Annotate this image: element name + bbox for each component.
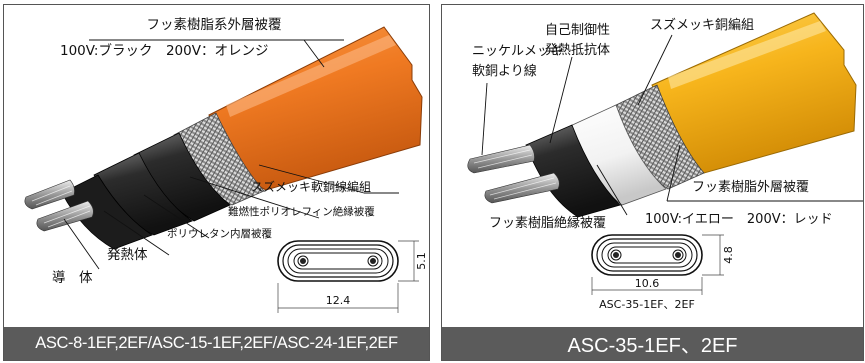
braid-label: スズメッキ軟銅線編組 [251, 179, 371, 194]
insulation-label: フッ素樹脂絶縁被覆 [489, 215, 606, 231]
conductor-wire-upper [467, 144, 535, 174]
left-model-caption: ASC-8-1EF,2EF/ASC-15-1EF,2EF/ASC-24-1EF,… [4, 327, 429, 360]
voltage-color-note: 100V:イエロー 200V：レッド [645, 212, 833, 227]
conductor-label-line2: 軟銅より線 [472, 63, 537, 79]
conductor-wire-upper [24, 179, 75, 210]
conductor-label-line1: ニッケルメッキ [472, 44, 563, 59]
right-model-caption: ASC-35-1EF、2EF [442, 327, 863, 360]
outer-jacket-highlight [226, 35, 396, 117]
dim-height-value: 5.1 [415, 252, 428, 270]
right-cable-diagram: ニッケルメッキ 軟銅より線 自己制御性 発熱抵抗体 スズメッキ銅編組 フッ素樹脂… [467, 12, 863, 311]
inner-jacket-label: ポリウレタン内層被覆 [167, 227, 272, 240]
conductor-wire-lower [36, 200, 94, 232]
leader-lines [481, 34, 863, 216]
dim-height-value: 4.8 [722, 246, 735, 264]
left-cable-panel: フッ素樹脂系外層被覆 100V:ブラック 200V：オレンジ スズメッキ軟銅線編… [3, 4, 430, 361]
left-cable-diagram: フッ素樹脂系外層被覆 100V:ブラック 200V：オレンジ スズメッキ軟銅線編… [24, 17, 428, 313]
cross-section [591, 234, 703, 276]
insulation-label: 難燃性ポリオレフィン絶縁被覆 [228, 205, 375, 218]
right-cable-panel: ニッケルメッキ 軟銅より線 自己制御性 発熱抵抗体 スズメッキ銅編組 フッ素樹脂… [441, 4, 864, 361]
voltage-color-note: 100V:ブラック 200V：オレンジ [60, 42, 268, 59]
leader-lines [63, 39, 399, 270]
braid-label: スズメッキ銅編組 [650, 17, 754, 33]
conductor-label: 導 体 [52, 270, 93, 286]
dim-width-value: 12.4 [326, 294, 351, 307]
model-label: ASC-35-1EF、2EF [599, 298, 695, 311]
outer-jacket-highlight [668, 21, 826, 89]
outer-jacket-label: フッ素樹脂外層被覆 [692, 180, 809, 195]
heating-element-label: 発熱体 [107, 247, 148, 263]
outer-jacket-label: フッ素樹脂系外層被覆 [147, 17, 282, 33]
heater-label-line1: 自己制御性 [545, 23, 610, 38]
heater-label-line2: 発熱抵抗体 [545, 43, 610, 58]
dim-width-value: 10.6 [635, 277, 660, 290]
cross-section [277, 240, 399, 282]
heater-core [525, 124, 621, 218]
conductor-wire-lower [484, 172, 560, 204]
